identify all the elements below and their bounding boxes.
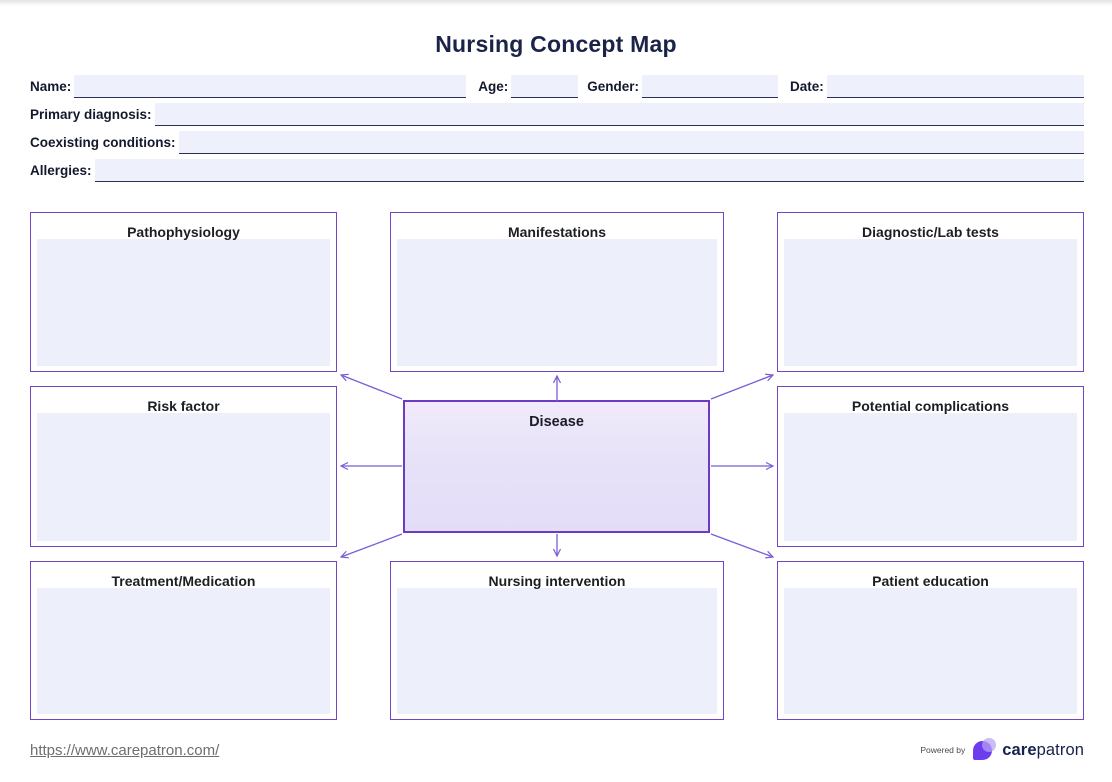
box-pathophysiology-writing-area[interactable] xyxy=(37,239,330,366)
carepatron-logo-blob-light xyxy=(982,738,997,752)
powered-by-carepatron: Powered by carepatron xyxy=(920,738,1084,762)
carepatron-url-link[interactable]: https://www.carepatron.com/ xyxy=(30,742,220,759)
box-patient-education-title: Patient education xyxy=(872,573,989,589)
form-row-allergies: Allergies: xyxy=(30,158,1084,182)
coexisting-conditions-label: Coexisting conditions: xyxy=(30,135,176,150)
box-nursing-intervention-writing-area[interactable] xyxy=(397,588,717,714)
box-manifestations-writing-area[interactable] xyxy=(397,239,717,366)
name-label: Name: xyxy=(30,79,72,94)
carepatron-wordmark-patron: patron xyxy=(1036,740,1084,759)
box-treatment-medication: Treatment/Medication xyxy=(30,561,337,720)
date-field[interactable] xyxy=(826,75,1084,98)
box-pathophysiology-title: Pathophysiology xyxy=(127,224,240,240)
box-treatment-medication-writing-area[interactable] xyxy=(37,588,330,714)
box-diagnostic-lab-tests-title: Diagnostic/Lab tests xyxy=(862,224,999,240)
box-manifestations-title: Manifestations xyxy=(507,224,606,240)
arrow-disease-to-diagnostic-lab-tests xyxy=(710,373,775,400)
carepatron-logo-icon xyxy=(973,738,997,762)
box-nursing-intervention-title: Nursing intervention xyxy=(488,573,626,589)
box-potential-complications-writing-area[interactable] xyxy=(784,413,1077,541)
box-disease-title: Disease xyxy=(529,414,584,430)
box-pathophysiology: Pathophysiology xyxy=(30,212,337,372)
box-diagnostic-lab-tests: Diagnostic/Lab tests xyxy=(777,212,1084,372)
form-row-identity: Name: Age: Gender: Date: xyxy=(30,74,1084,98)
primary-diagnosis-label: Primary diagnosis: xyxy=(30,107,152,122)
carepatron-wordmark-care: care xyxy=(1002,740,1037,759)
box-patient-education: Patient education xyxy=(777,561,1084,720)
box-nursing-intervention: Nursing intervention xyxy=(390,561,724,720)
box-disease-center[interactable]: Disease xyxy=(403,400,710,533)
primary-diagnosis-field[interactable] xyxy=(154,103,1084,126)
box-risk-factor-writing-area[interactable] xyxy=(37,413,330,541)
gender-label: Gender: xyxy=(587,79,640,94)
powered-by-label: Powered by xyxy=(920,745,966,755)
age-field[interactable] xyxy=(511,75,579,98)
allergies-field[interactable] xyxy=(94,159,1084,182)
age-label: Age: xyxy=(478,79,509,94)
carepatron-wordmark: carepatron xyxy=(1002,741,1084,760)
form-row-primary-diagnosis: Primary diagnosis: xyxy=(30,102,1084,126)
gender-field[interactable] xyxy=(642,75,779,98)
box-potential-complications-title: Potential complications xyxy=(851,398,1010,414)
box-treatment-medication-title: Treatment/Medication xyxy=(111,573,256,589)
arrow-disease-to-pathophysiology xyxy=(339,373,403,400)
box-patient-education-writing-area[interactable] xyxy=(784,588,1077,714)
box-risk-factor: Risk factor xyxy=(30,386,337,547)
arrow-disease-to-treatment-medication xyxy=(339,533,403,559)
box-potential-complications: Potential complications xyxy=(777,386,1084,547)
top-window-shadow xyxy=(0,0,1112,7)
form-row-coexisting-conditions: Coexisting conditions: xyxy=(30,130,1084,154)
box-manifestations: Manifestations xyxy=(390,212,724,372)
box-risk-factor-title: Risk factor xyxy=(147,398,220,414)
coexisting-conditions-field[interactable] xyxy=(178,131,1084,154)
arrow-disease-to-patient-education xyxy=(710,533,775,559)
allergies-label: Allergies: xyxy=(30,163,92,178)
box-diagnostic-lab-tests-writing-area[interactable] xyxy=(784,239,1077,366)
date-label: Date: xyxy=(790,79,824,94)
name-field[interactable] xyxy=(74,75,467,98)
page-title: Nursing Concept Map xyxy=(435,31,677,57)
